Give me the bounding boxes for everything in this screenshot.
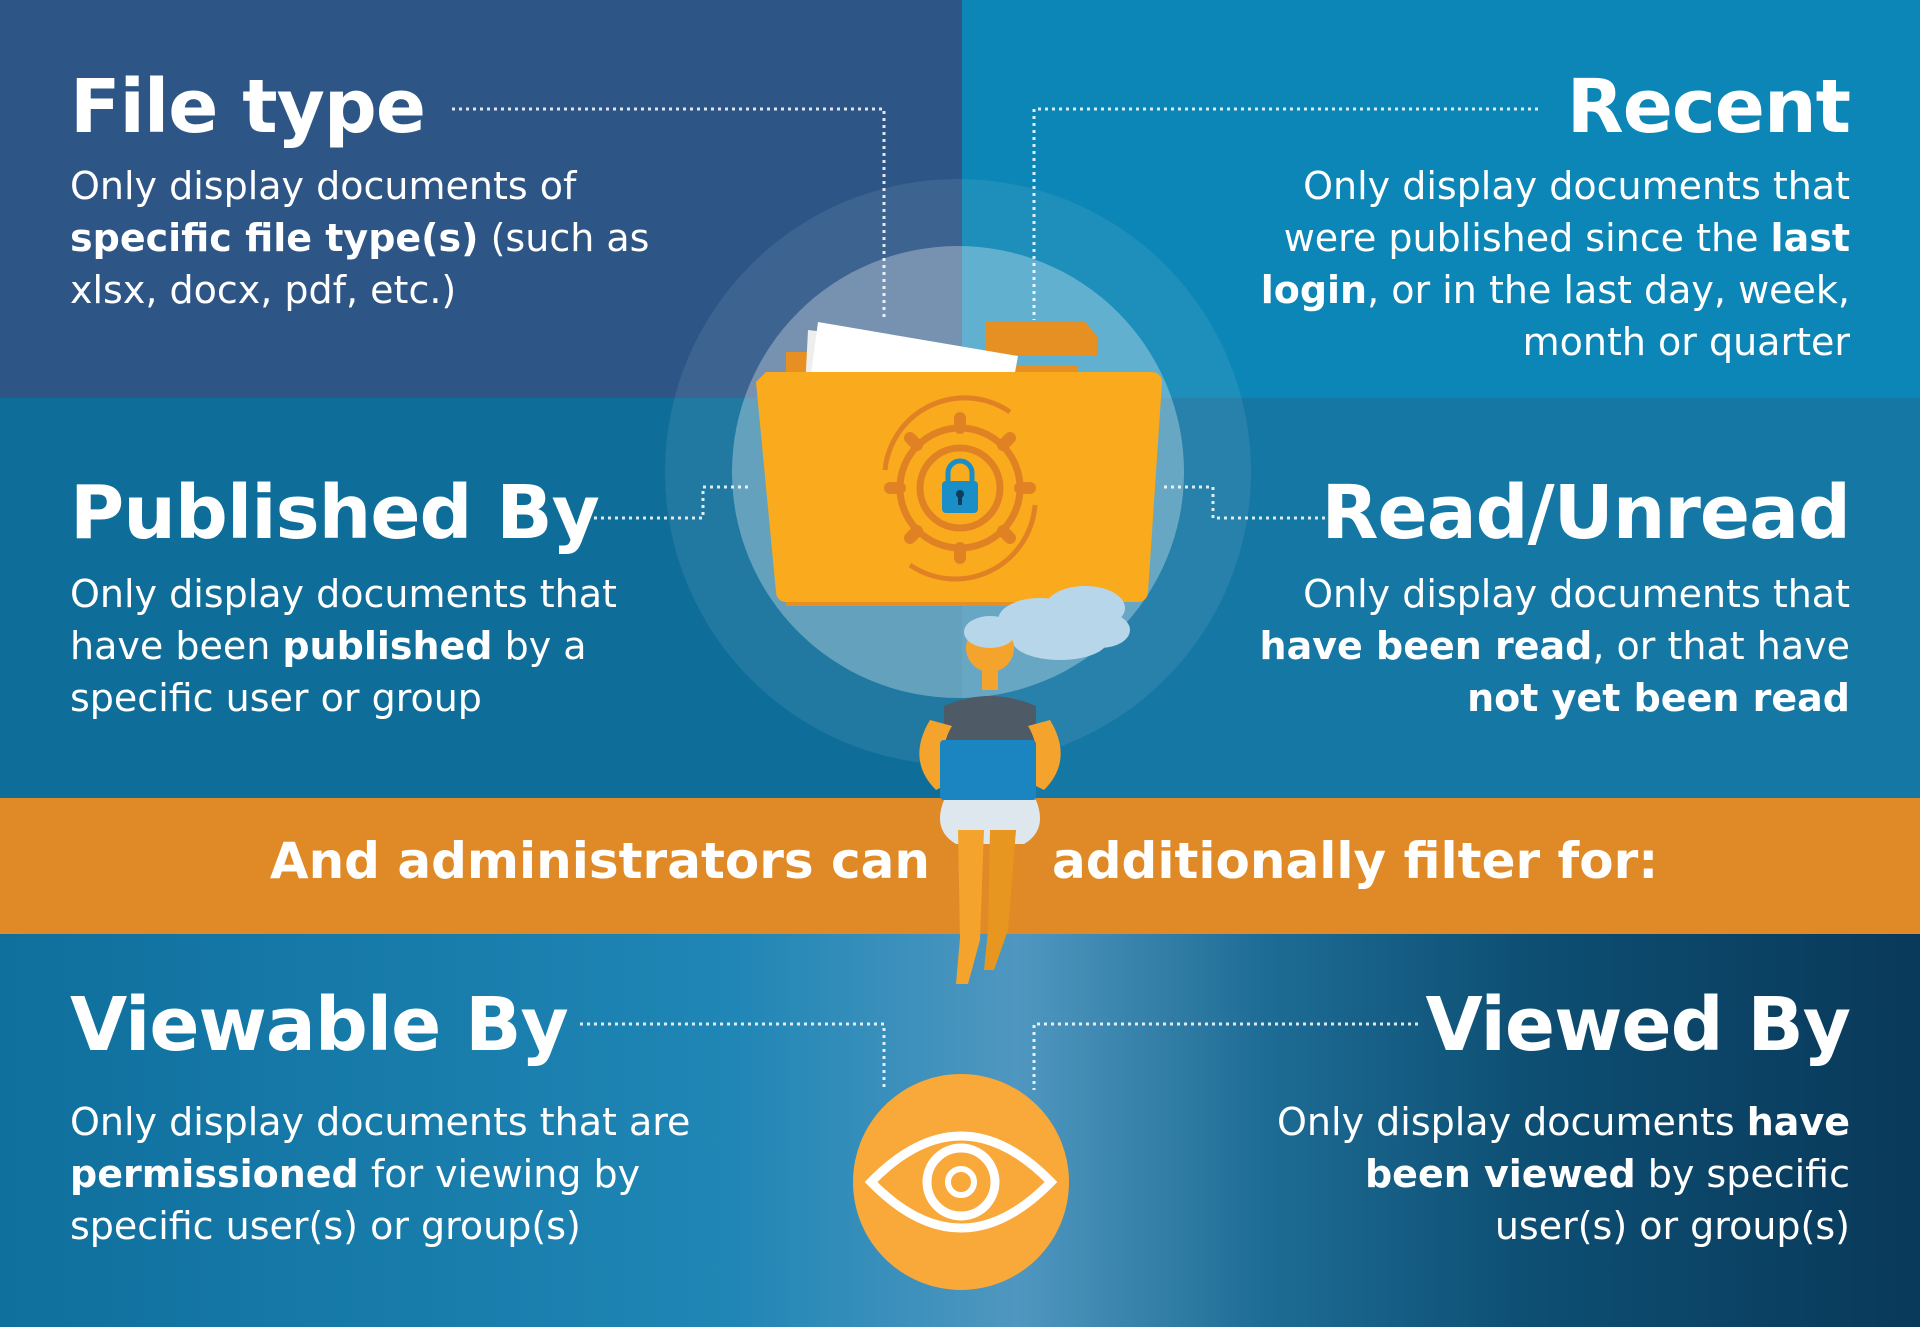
description-line: Only display documents that are <box>70 1096 690 1148</box>
body-text: have been <box>70 624 283 668</box>
folder-icon <box>756 322 1162 606</box>
emphasis-text: not yet been read <box>1467 676 1850 720</box>
description-line: permissioned for viewing by <box>70 1148 690 1200</box>
connector-read-unread <box>1160 485 1332 520</box>
person-illustration <box>919 616 1061 984</box>
body-text: by a <box>492 624 587 668</box>
body-text: for viewing by <box>358 1152 641 1196</box>
recent-title: Recent <box>1566 64 1851 150</box>
panel-file-type <box>0 0 962 398</box>
band-left-text: And administrators can <box>269 832 930 890</box>
description-line: Only display documents of <box>70 160 649 212</box>
description-line: specific file type(s) (such as <box>70 212 649 264</box>
band-right-text: additionally filter for: <box>1052 832 1659 890</box>
description-line: xlsx, docx, pdf, etc.) <box>70 264 649 316</box>
viewable-by-title: Viewable By <box>70 982 569 1068</box>
description-line: been viewed by specific <box>1277 1148 1850 1200</box>
emphasis-text: specific file type(s) <box>70 216 479 260</box>
description-line: month or quarter <box>1261 316 1850 368</box>
viewed-by-title: Viewed By <box>1425 982 1851 1068</box>
read-unread-title: Read/Unread <box>1321 470 1851 556</box>
emphasis-text: have been read <box>1259 624 1593 668</box>
description-line: user(s) or group(s) <box>1277 1200 1850 1252</box>
body-text: specific user or group <box>70 676 482 720</box>
description-line: have been published by a <box>70 620 617 672</box>
description-line: specific user(s) or group(s) <box>70 1200 690 1252</box>
body-text: user(s) or group(s) <box>1494 1204 1850 1248</box>
cloud-icon <box>998 586 1130 660</box>
body-text: Only display documents that are <box>70 1100 691 1144</box>
connector-viewable-by <box>580 1022 886 1090</box>
emphasis-text: been viewed <box>1364 1152 1636 1196</box>
description-line: specific user or group <box>70 672 617 724</box>
gear-icon <box>882 395 1038 582</box>
lock-icon <box>942 458 978 513</box>
body-text: , or that have <box>1592 624 1850 668</box>
eye-icon <box>853 1074 1069 1290</box>
description-line: were published since the last <box>1261 212 1850 264</box>
description-line: have been read, or that have <box>1260 620 1850 672</box>
body-text: Only display documents <box>1277 1100 1747 1144</box>
body-text: Only display documents that <box>70 572 617 616</box>
connector-recent <box>1032 107 1538 320</box>
body-text: Only display documents that <box>1303 164 1850 208</box>
emphasis-text: have <box>1746 1100 1850 1144</box>
panel-recent <box>962 0 1920 398</box>
description-line: Only display documents have <box>1277 1096 1850 1148</box>
body-text: (such as <box>478 216 650 260</box>
file-type-title: File type <box>70 64 426 150</box>
body-text: by specific <box>1635 1152 1850 1196</box>
description-line: Only display documents that <box>1260 568 1850 620</box>
body-text: xlsx, docx, pdf, etc.) <box>70 268 457 312</box>
connector-viewed-by <box>1032 1022 1418 1090</box>
emphasis-text: published <box>282 624 493 668</box>
emphasis-text: permissioned <box>70 1152 359 1196</box>
body-text: month or quarter <box>1522 320 1850 364</box>
emphasis-text: login <box>1260 268 1368 312</box>
description-line: Only display documents that <box>70 568 617 620</box>
published-by-title: Published By <box>70 470 600 556</box>
description-line: Only display documents that <box>1261 160 1850 212</box>
description-line: login, or in the last day, week, <box>1261 264 1850 316</box>
body-text: were published since the <box>1283 216 1771 260</box>
description-line: not yet been read <box>1260 672 1850 724</box>
body-text: Only display documents that <box>1303 572 1850 616</box>
body-text: , or in the last day, week, <box>1367 268 1850 312</box>
body-text: specific user(s) or group(s) <box>70 1204 581 1248</box>
body-text: Only display documents of <box>70 164 577 208</box>
emphasis-text: last <box>1770 216 1850 260</box>
